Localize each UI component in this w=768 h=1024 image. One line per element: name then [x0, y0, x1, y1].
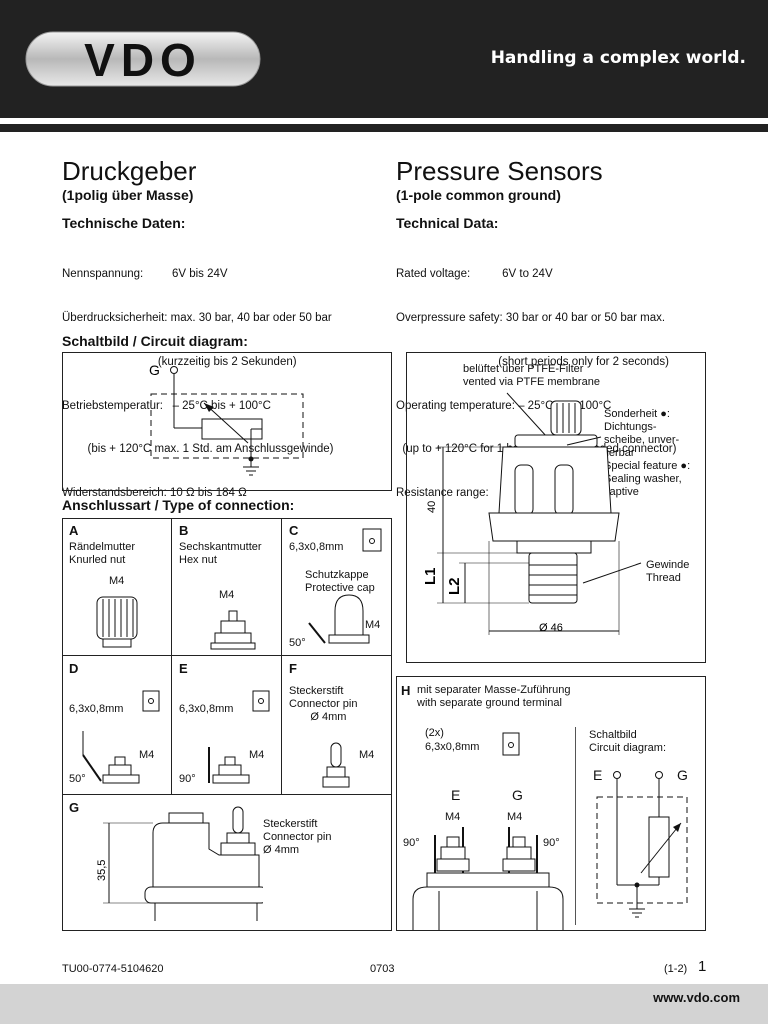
spec-line: Betriebstemperatur: – 25°C bis + 100°C [62, 399, 271, 412]
cell-h-e: E [451, 787, 461, 803]
cell-c-cap: Schutzkappe Protective cap [305, 569, 375, 594]
cell-g-text: Steckerstift Connector pin Ø 4mm [263, 818, 332, 856]
cell-d-letter: D [69, 661, 79, 676]
cell-h-angle-2: 90° [543, 837, 560, 849]
cell-a-text: Rändelmutter Knurled nut [69, 541, 136, 566]
cell-a-thread: M4 [109, 575, 125, 587]
cell-d-angle: 50° [69, 773, 86, 785]
tagline: Handling a complex world. [490, 48, 746, 68]
cell-h-text: mit separater Masse-Zuführung with separ… [417, 684, 571, 709]
cell-h-thread-1: M4 [445, 811, 461, 823]
cell-f-text: Steckerstift Connector pin Ø 4mm [289, 685, 358, 723]
dim-40: 40 [426, 501, 438, 513]
cell-c-thread: M4 [365, 619, 381, 631]
terminal-90-drawing [208, 690, 270, 784]
connection-heading: Anschlussart / Type of connection: [62, 497, 295, 513]
spec-line: Überdrucksicherheit: max. 30 bar, 40 bar… [62, 311, 332, 324]
separate-ground-drawing [412, 732, 688, 930]
spec-line: (bis + 120°C max. 1 Std. am Anschlussgew… [62, 443, 334, 456]
thread-label: Gewinde Thread [646, 559, 690, 584]
page-number: 1 [698, 958, 707, 975]
cell-b-letter: B [179, 523, 189, 538]
title-en: Pressure Sensors [396, 156, 603, 186]
cell-e-angle: 90° [179, 773, 196, 785]
cell-d-thread: M4 [139, 749, 155, 761]
spec-line: (short periods only for 2 seconds) [396, 355, 669, 368]
dim-l1: L1 [422, 567, 439, 585]
cell-b-thread: M4 [219, 589, 235, 601]
cell-c-angle: 50° [289, 637, 306, 649]
cell-h-circuit-e: E [593, 767, 603, 783]
connector-pin-drawing [322, 742, 350, 788]
circuit-diagram: G [149, 362, 304, 476]
spec-line: (kurzzeitig bis 2 Sekunden) [62, 355, 297, 368]
page-ref: (1-2) [664, 963, 688, 975]
cell-h-circuit-g: G [677, 767, 688, 783]
cell-b-text: Sechskantmutter Hex nut [179, 541, 262, 566]
cell-f-letter: F [289, 661, 297, 676]
dim-diameter: Ø 46 [539, 622, 563, 634]
vdo-logo: VDO [25, 31, 261, 87]
circuit-diagram-box: G [62, 352, 392, 491]
vent-label-de: belüftet über PTFE-Filter [463, 363, 584, 375]
cell-g-dim: 35,5 [96, 860, 108, 881]
cell-h-thread-2: M4 [507, 811, 523, 823]
header-divider [0, 124, 768, 132]
knurled-nut-drawing [96, 596, 138, 648]
cell-g-letter: G [69, 800, 80, 815]
cell-h-g: G [512, 787, 523, 803]
tech-heading-de: Technische Daten: [62, 215, 186, 231]
footer-url[interactable]: www.vdo.com [653, 990, 740, 1005]
terminal-50-drawing [82, 690, 160, 784]
doc-number: TU00-0774-5104620 [62, 963, 164, 975]
cell-h-size: 6,3x0,8mm [425, 741, 480, 753]
cell-e-letter: E [179, 661, 188, 676]
sensor-drawing-box: belüftet über PTFE-Filter vented via PTF… [406, 352, 706, 663]
connection-grid: A Rändelmutter Knurled nut M4 B Sechskan… [62, 518, 392, 931]
cell-h-count: (2x) [425, 727, 444, 739]
connection-h-box: H mit separater Masse-Zuführung with sep… [396, 676, 706, 931]
title-de: Druckgeber [62, 156, 197, 186]
spec-line: Rated voltage: 6V to 24V [396, 268, 553, 281]
circuit-heading: Schaltbild / Circuit diagram: [62, 333, 248, 349]
brand-text: VDO [84, 34, 202, 86]
spec-line: Nennspannung: 6V bis 24V [62, 268, 228, 281]
cell-h-letter: H [401, 683, 411, 698]
cell-h-divider [575, 727, 576, 925]
cell-d-text: 6,3x0,8mm [69, 703, 124, 715]
specs-de: Nennspannung: 6V bis 24V Überdrucksicher… [62, 238, 333, 515]
cell-h-angle-1: 90° [403, 837, 420, 849]
spec-line: Overpressure safety: 30 bar or 40 bar or… [396, 311, 666, 324]
dim-l2: L2 [446, 577, 463, 595]
header-bar: VDO Handling a complex world. [0, 0, 768, 118]
cell-c-letter: C [289, 523, 299, 538]
doc-date: 0703 [370, 963, 395, 975]
connector-pin-sensor-drawing: 35,5 [96, 806, 263, 921]
cell-a-letter: A [69, 523, 79, 538]
subtitle-de: (1polig über Masse) [62, 187, 194, 203]
hex-nut-drawing [210, 610, 256, 650]
cell-e-thread: M4 [249, 749, 265, 761]
sensor-drawing: 40 L1 L2 Ø 46 [422, 392, 642, 635]
cell-c-text: 6,3x0,8mm [289, 541, 344, 553]
special-feature-label: Sonderheit ●: Dichtungs- scheibe, unver-… [604, 408, 691, 498]
subtitle-en: (1-pole common ground) [396, 187, 561, 203]
cell-e-text: 6,3x0,8mm [179, 703, 234, 715]
tech-heading-en: Technical Data: [396, 215, 499, 231]
cell-h-circuit-label: Schaltbild Circuit diagram: [589, 729, 667, 754]
circuit-g-label: G [149, 362, 160, 378]
vent-label-en: vented via PTFE membrane [463, 376, 600, 388]
footer-bar [0, 984, 768, 1024]
cell-f-thread: M4 [359, 749, 375, 761]
protective-cap-drawing [308, 528, 382, 644]
